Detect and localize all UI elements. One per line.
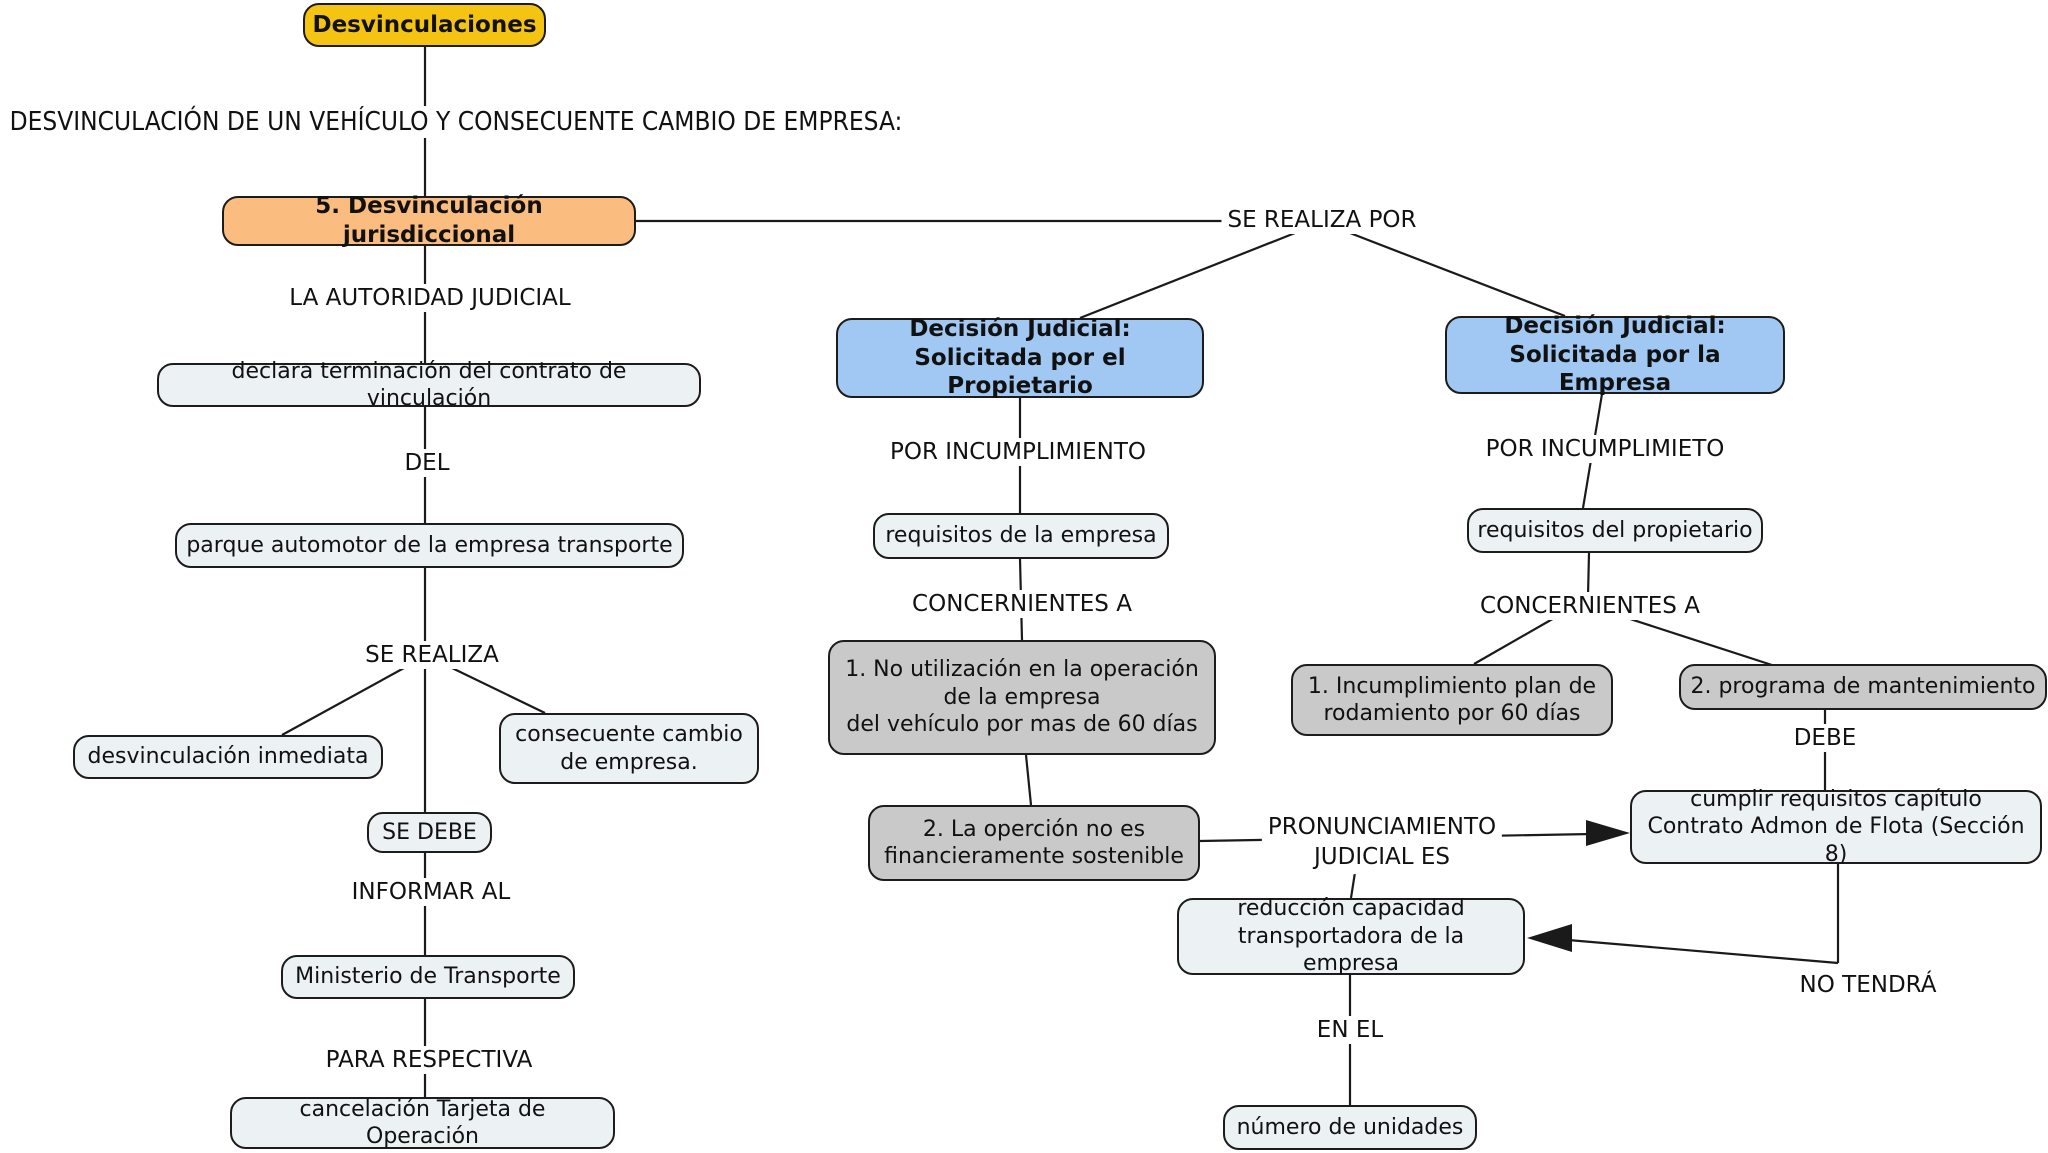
arrowhead-right xyxy=(1586,820,1630,846)
connector xyxy=(1079,231,1296,320)
node-declara-terminacion[interactable]: declara terminación del contrato de vinc… xyxy=(157,359,701,411)
arrowhead-left xyxy=(1527,924,1572,952)
connector xyxy=(1024,754,1033,806)
node-consecuente-cambio[interactable]: consecuente cambio de empresa. xyxy=(499,713,759,784)
node-requisitos-propietario[interactable]: requisitos del propietario xyxy=(1467,508,1763,553)
edge-label-no-tendra[interactable]: NO TENDRÁ xyxy=(1793,971,1943,999)
node-decision-judicial-propietario[interactable]: Decisión Judicial: Solicitada por el Pro… xyxy=(836,316,1204,399)
node-parque-automotor[interactable]: parque automotor de la empresa transport… xyxy=(175,523,684,568)
edge-label-debe[interactable]: DEBE xyxy=(1787,724,1863,752)
connector xyxy=(1473,616,1557,665)
node-numero-unidades[interactable]: número de unidades xyxy=(1223,1105,1477,1150)
connector xyxy=(1567,938,1839,965)
edge-label-informar-al[interactable]: INFORMAR AL xyxy=(345,878,517,906)
node-cumplir-requisitos[interactable]: cumplir requisitos capítulo Contrato Adm… xyxy=(1630,787,2042,867)
node-se-debe[interactable]: SE DEBE xyxy=(367,812,492,853)
node-cancelacion-tarjeta[interactable]: cancelación Tarjeta de Operación xyxy=(230,1097,615,1149)
node-no-utilizacion[interactable]: 1. No utilización en la operación de la … xyxy=(828,640,1216,755)
edge-label-la-autoridad-judicial[interactable]: LA AUTORIDAD JUDICIAL xyxy=(283,284,577,312)
node-incumplimiento-plan[interactable]: 1. Incumplimiento plan de rodamiento por… xyxy=(1291,664,1613,736)
edge-label-concernientes-a-left[interactable]: CONCERNIENTES A xyxy=(906,590,1138,618)
connector xyxy=(1623,615,1776,668)
connector xyxy=(1586,552,1591,597)
edge-label-concernientes-a-right[interactable]: CONCERNIENTES A xyxy=(1474,592,1706,620)
edge-label-para-respectiva[interactable]: PARA RESPECTIVA xyxy=(319,1046,539,1074)
connector xyxy=(451,667,546,714)
edge-label-en-el[interactable]: EN EL xyxy=(1310,1016,1390,1044)
node-reduccion-capacidad[interactable]: reducción capacidad transportadora de la… xyxy=(1177,896,1525,976)
diagram-heading: DESVINCULACIÓN DE UN VEHÍCULO Y CONSECUE… xyxy=(6,106,907,138)
edge-label-pronunciamiento-judicial[interactable]: PRONUNCIAMIENTO JUDICIAL ES xyxy=(1261,812,1503,874)
edge-label-se-realiza[interactable]: SE REALIZA xyxy=(359,641,505,669)
node-requisitos-empresa[interactable]: requisitos de la empresa xyxy=(873,513,1169,559)
node-operacion-no-sostenible[interactable]: 2. La operción no es financieramente sos… xyxy=(868,805,1200,881)
edge-label-por-incumplimiento[interactable]: POR INCUMPLIMIENTO xyxy=(884,438,1152,466)
node-programa-mantenimiento[interactable]: 2. programa de mantenimiento xyxy=(1679,664,2047,710)
connector xyxy=(281,667,405,736)
node-decision-judicial-empresa[interactable]: Decisión Judicial: Solicitada por la Emp… xyxy=(1445,313,1785,396)
node-ministerio-transporte[interactable]: Ministerio de Transporte xyxy=(281,955,575,999)
node-desvinculacion-jurisdiccional[interactable]: 5. Desvinculación jurisdiccional xyxy=(222,193,636,248)
node-desvinculacion-inmediata[interactable]: desvinculación inmediata xyxy=(73,735,383,779)
edge-label-del[interactable]: DEL xyxy=(398,449,456,477)
edge-label-por-incumplimieto[interactable]: POR INCUMPLIMIETO xyxy=(1479,435,1731,463)
connector xyxy=(1349,231,1566,318)
edge-label-se-realiza-por[interactable]: SE REALIZA POR xyxy=(1221,206,1423,234)
node-desvinculaciones[interactable]: Desvinculaciones xyxy=(303,3,546,47)
